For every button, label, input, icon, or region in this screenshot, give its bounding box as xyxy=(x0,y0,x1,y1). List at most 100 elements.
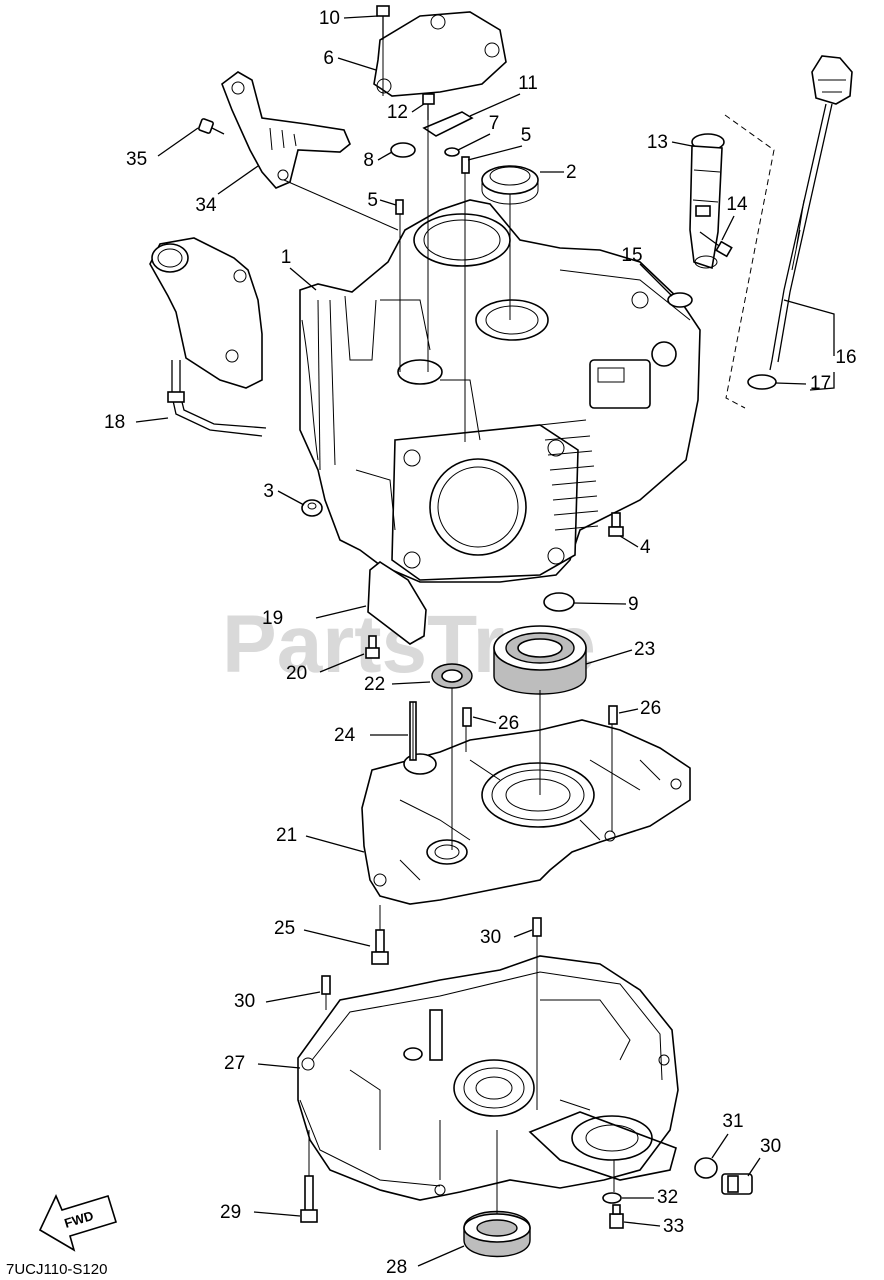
leader-line-8 xyxy=(377,151,393,161)
callout-label-12: 12 xyxy=(387,102,408,123)
leader-line-31 xyxy=(711,1133,729,1159)
leader-line-3 xyxy=(277,490,305,506)
leader-line-23 xyxy=(585,649,633,665)
callout-label-21: 21 xyxy=(276,825,297,846)
leader-line-13 xyxy=(671,141,693,147)
leader-line-17 xyxy=(775,382,807,385)
leader-line-30 xyxy=(513,929,533,938)
part-bolt-36 xyxy=(198,118,225,135)
callout-label-35: 35 xyxy=(126,149,147,170)
part-pin-30b xyxy=(532,917,542,937)
leader-line-26 xyxy=(472,716,497,724)
callout-label-3: 3 xyxy=(263,481,274,502)
callout-label-5: 5 xyxy=(521,125,532,146)
fwd-arrow-icon: FWD xyxy=(38,1194,118,1252)
part-pin-5b xyxy=(395,199,404,215)
leader-line-10 xyxy=(343,15,379,19)
leader-line-33 xyxy=(623,1221,661,1227)
part-oil-seal-22 xyxy=(431,663,473,689)
callout-label-5: 5 xyxy=(367,190,378,211)
callout-label-15: 15 xyxy=(621,245,642,266)
callout-label-26: 26 xyxy=(640,698,661,719)
callout-label-20: 20 xyxy=(286,663,307,684)
part-dipstick-16 xyxy=(769,55,853,371)
callout-label-33: 33 xyxy=(663,1216,684,1237)
part-plate-11 xyxy=(422,111,474,137)
leader-line-22 xyxy=(391,681,431,685)
part-filler-tube-13 xyxy=(689,133,725,270)
leader-lines xyxy=(135,15,835,1267)
part-pin-26b xyxy=(608,705,618,725)
callout-label-30: 30 xyxy=(480,927,501,948)
callout-label-11: 11 xyxy=(518,73,538,94)
part-pin-26a xyxy=(462,707,472,727)
callout-label-7: 7 xyxy=(489,113,500,134)
part-crankcase-27 xyxy=(297,955,679,1201)
callout-label-32: 32 xyxy=(657,1187,678,1208)
leader-line-28 xyxy=(417,1245,465,1267)
leader-line-30 xyxy=(747,1157,761,1177)
callout-label-14: 14 xyxy=(726,194,748,215)
callout-label-25: 25 xyxy=(274,918,295,939)
leader-line-21 xyxy=(305,835,365,853)
part-bolt-20 xyxy=(365,635,380,659)
callout-label-22: 22 xyxy=(364,674,385,695)
leader-line-20 xyxy=(319,653,365,673)
callout-label-31: 31 xyxy=(722,1111,743,1132)
leader-line-16 xyxy=(809,372,835,391)
leader-line-29 xyxy=(253,1211,301,1217)
leader-line-35 xyxy=(157,127,199,157)
callout-label-2: 2 xyxy=(566,162,577,183)
callout-label-16: 16 xyxy=(835,347,856,368)
part-crankcase-cover-21 xyxy=(361,719,691,905)
leader-line-11 xyxy=(469,93,521,117)
leader-line-7 xyxy=(457,133,491,151)
leader-line-12 xyxy=(411,103,425,113)
leader-line-9 xyxy=(573,602,627,605)
part-intake-pipe xyxy=(149,237,267,437)
callout-label-10: 10 xyxy=(319,8,340,29)
part-bolt-34 xyxy=(609,1204,624,1229)
leader-line-16 xyxy=(783,299,835,356)
part-o-ring-7 xyxy=(444,147,460,157)
part-bolt-4 xyxy=(608,512,624,537)
callout-label-4: 4 xyxy=(640,537,651,558)
callout-labels: 1234556789101112131415161718192021222324… xyxy=(104,8,857,1278)
leader-line-15 xyxy=(639,263,673,297)
leader-line-1 xyxy=(289,267,317,291)
leader-line-5 xyxy=(467,145,523,161)
callout-label-29: 29 xyxy=(220,1202,241,1223)
callout-label-34: 34 xyxy=(195,195,217,216)
callout-label-28: 28 xyxy=(386,1257,407,1278)
callout-label-18: 18 xyxy=(104,412,125,433)
part-nut-3 xyxy=(301,499,323,517)
part-gasket-32 xyxy=(694,1157,718,1179)
leader-line-30 xyxy=(265,991,321,1003)
assembly-line xyxy=(283,179,399,231)
callout-label-19: 19 xyxy=(262,608,283,629)
part-pin-30a xyxy=(321,975,331,995)
leader-line-4 xyxy=(619,535,639,548)
leader-line-18 xyxy=(135,417,169,423)
leader-line-6 xyxy=(337,57,377,71)
callout-label-24: 24 xyxy=(334,725,356,746)
part-bolt-12 xyxy=(422,93,435,120)
part-bolt-10 xyxy=(376,5,390,40)
callout-label-8: 8 xyxy=(363,150,374,171)
part-cover xyxy=(373,11,507,97)
callout-label-26: 26 xyxy=(498,713,519,734)
part-o-ring-15 xyxy=(667,292,693,308)
leader-line-14 xyxy=(721,215,735,241)
cylinder-block xyxy=(299,199,701,583)
part-bolt-25 xyxy=(371,929,389,965)
part-oil-seal-28 xyxy=(463,1210,531,1258)
part-washer-33 xyxy=(602,1192,622,1204)
callout-label-23: 23 xyxy=(634,639,655,660)
leader-line-5 xyxy=(379,199,397,206)
leader-line-34 xyxy=(217,165,259,195)
part-o-ring-8 xyxy=(390,142,416,158)
callout-label-30: 30 xyxy=(234,991,255,1012)
diagram-code: 7UCJ110-S120 xyxy=(6,1261,107,1278)
callout-label-13: 13 xyxy=(647,132,668,153)
